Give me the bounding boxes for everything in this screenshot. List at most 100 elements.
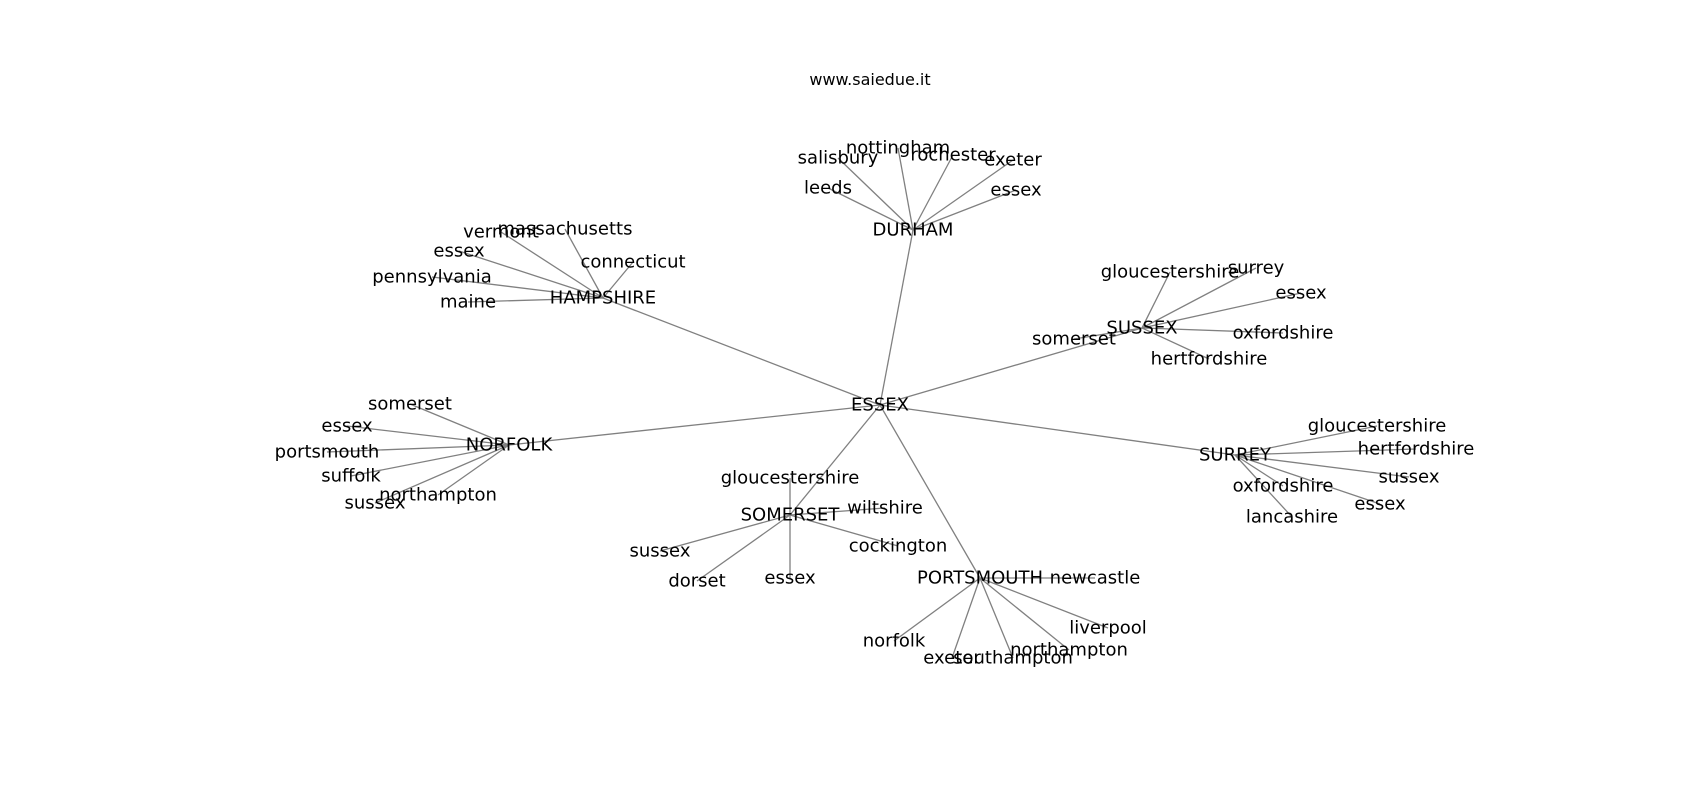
node-label-hampshire-massachusetts: massachusetts xyxy=(497,219,632,240)
node-label-portsmouth-norfolk: norfolk xyxy=(863,631,926,652)
edge-essex-to-norfolk xyxy=(508,404,881,446)
node-label-sussex: SUSSEX xyxy=(1106,318,1177,339)
edge-hampshire-to-hampshire-massachusetts xyxy=(564,228,604,299)
edge-norfolk-to-norfolk-suffolk xyxy=(350,444,510,477)
edge-surrey-to-surrey-hertfordshire xyxy=(1234,448,1417,456)
edge-portsmouth-to-portsmouth-norfolk xyxy=(893,577,981,642)
node-label-surrey-lancashire: lancashire xyxy=(1246,507,1338,528)
node-label-portsmouth: PORTSMOUTH xyxy=(917,568,1043,589)
edge-surrey-to-surrey-essex xyxy=(1234,454,1381,505)
node-label-portsmouth-southampton: southampton xyxy=(953,648,1073,669)
node-label-portsmouth-northampton: northampton xyxy=(1010,640,1128,661)
edge-essex-to-hampshire xyxy=(602,297,881,406)
edge-sussex-to-sussex-oxfordshire xyxy=(1141,327,1284,334)
edge-hampshire-to-hampshire-connecticut xyxy=(602,261,634,299)
node-label-portsmouth-liverpool: liverpool xyxy=(1069,618,1147,639)
node-label-somerset-cockington: cockington xyxy=(849,536,948,557)
node-label-durham-nottingham: nottingham xyxy=(846,138,950,159)
node-label-sussex-surrey: surrey xyxy=(1228,258,1285,279)
node-label-norfolk-portsmouth: portsmouth xyxy=(275,442,380,463)
node-label-somerset-dorset: dorset xyxy=(668,571,725,592)
edge-sussex-to-sussex-somerset xyxy=(1073,327,1143,340)
edge-norfolk-to-norfolk-portsmouth xyxy=(326,444,510,453)
node-label-norfolk-essex: essex xyxy=(321,416,373,437)
edge-portsmouth-to-portsmouth-liverpool xyxy=(979,577,1109,629)
node-label-portsmouth-newcastle: newcastle xyxy=(1050,568,1141,589)
node-label-surrey-oxfordshire: oxfordshire xyxy=(1233,476,1334,497)
edge-surrey-to-surrey-sussex xyxy=(1234,454,1410,478)
node-label-sussex-oxfordshire: oxfordshire xyxy=(1233,323,1334,344)
edge-hampshire-to-hampshire-essex xyxy=(458,250,604,299)
edge-durham-to-durham-leeds xyxy=(827,187,914,231)
node-label-durham: DURHAM xyxy=(873,220,954,241)
node-label-hampshire: HAMPSHIRE xyxy=(550,288,656,309)
edge-durham-to-durham-essex xyxy=(912,189,1017,231)
node-label-norfolk: NORFOLK xyxy=(466,435,554,456)
node-label-sussex-somerset: somerset xyxy=(1032,329,1116,350)
node-label-hampshire-connecticut: connecticut xyxy=(580,252,685,273)
edge-sussex-to-sussex-hertfordshire xyxy=(1141,327,1210,360)
edge-norfolk-to-norfolk-essex xyxy=(346,425,510,446)
node-label-sussex-essex: essex xyxy=(1275,283,1327,304)
edge-sussex-to-sussex-gloucestershire xyxy=(1141,271,1171,329)
node-label-norfolk-suffolk: suffolk xyxy=(321,466,381,487)
edge-hampshire-to-hampshire-maine xyxy=(467,297,604,303)
node-label-norfolk-sussex: sussex xyxy=(345,493,406,514)
labels-layer: ESSEX DURHAM HAMPSHIRE SUSSEX NORFOLK SURREY S… xyxy=(275,138,1475,669)
node-label-somerset: SOMERSET xyxy=(741,505,841,526)
edge-essex-to-surrey xyxy=(879,404,1236,456)
edge-somerset-to-somerset-cockington xyxy=(789,514,899,547)
edge-durham-to-durham-exeter xyxy=(912,159,1014,231)
node-label-hampshire-maine: maine xyxy=(440,292,496,313)
node-label-durham-leeds: leeds xyxy=(804,178,852,199)
edge-norfolk-to-norfolk-northampton xyxy=(437,444,510,496)
node-label-essex: ESSEX xyxy=(851,395,909,416)
edge-essex-to-durham xyxy=(879,229,914,406)
edge-essex-to-portsmouth xyxy=(879,404,981,579)
node-label-surrey-essex: essex xyxy=(1354,494,1406,515)
edge-norfolk-to-norfolk-somerset xyxy=(409,403,510,446)
edge-hampshire-to-hampshire-vermont xyxy=(500,231,604,299)
node-label-somerset-essex: essex xyxy=(764,568,816,589)
watermark: www.saiedue.it xyxy=(809,70,931,89)
edge-durham-to-durham-nottingham xyxy=(897,147,914,231)
edge-norfolk-to-norfolk-sussex xyxy=(374,444,510,504)
edge-durham-to-durham-rochester xyxy=(912,154,954,231)
node-label-durham-exeter: exeter xyxy=(984,150,1042,171)
edge-surrey-to-surrey-oxfordshire xyxy=(1234,454,1284,487)
edge-essex-to-somerset xyxy=(789,404,881,516)
edge-somerset-to-somerset-sussex xyxy=(659,514,791,552)
edge-surrey-to-surrey-gloucestershire xyxy=(1234,425,1378,456)
node-label-sussex-gloucestershire: gloucestershire xyxy=(1101,262,1240,283)
node-label-hampshire-essex: essex xyxy=(433,241,485,262)
edge-sussex-to-sussex-essex xyxy=(1141,292,1302,329)
edge-essex-to-sussex xyxy=(879,327,1143,406)
node-label-portsmouth-exeter: exeter xyxy=(923,648,981,669)
node-label-hampshire-pennsylvania: pennsylvania xyxy=(372,267,491,288)
edge-surrey-to-surrey-lancashire xyxy=(1234,454,1293,518)
edge-somerset-to-somerset-dorset xyxy=(696,514,791,582)
node-label-surrey: SURREY xyxy=(1199,445,1272,466)
node-label-surrey-gloucestershire: gloucestershire xyxy=(1308,416,1447,437)
edge-portsmouth-to-portsmouth-southampton xyxy=(979,577,1014,659)
node-label-surrey-sussex: sussex xyxy=(1379,467,1440,488)
node-label-sussex-hertfordshire: hertfordshire xyxy=(1151,349,1268,370)
node-label-somerset-wiltshire: wiltshire xyxy=(847,498,923,519)
node-label-durham-salisbury: salisbury xyxy=(798,148,879,169)
node-label-norfolk-somerset: somerset xyxy=(368,394,452,415)
edge-sussex-to-sussex-surrey xyxy=(1141,267,1257,329)
edge-portsmouth-to-portsmouth-exeter xyxy=(951,577,981,659)
edge-somerset-to-somerset-wiltshire xyxy=(789,507,886,516)
node-label-somerset-gloucestershire: gloucestershire xyxy=(721,468,860,489)
edges-layer xyxy=(326,147,1417,659)
edge-durham-to-durham-salisbury xyxy=(837,157,914,231)
node-label-hampshire-vermont: vermont xyxy=(463,222,539,243)
node-label-durham-rochester: rochester xyxy=(910,145,996,166)
node-label-surrey-hertfordshire: hertfordshire xyxy=(1358,439,1475,460)
node-label-norfolk-northampton: northampton xyxy=(379,485,497,506)
node-label-somerset-sussex: sussex xyxy=(630,541,691,562)
node-label-durham-essex: essex xyxy=(990,180,1042,201)
edge-hampshire-to-hampshire-pennsylvania xyxy=(431,276,604,299)
edge-portsmouth-to-portsmouth-northampton xyxy=(979,577,1070,651)
